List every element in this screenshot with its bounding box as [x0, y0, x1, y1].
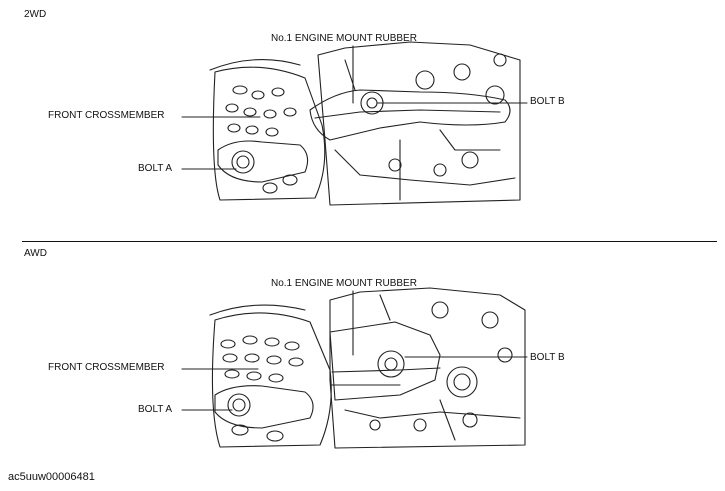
section-tag-awd: AWD: [24, 248, 47, 259]
figure-code: ac5uuw00006481: [8, 471, 95, 483]
label-bolt-a-2wd: BOLT A: [138, 163, 173, 174]
engine-mount-rubber-awd: [329, 321, 441, 401]
engine-mount-rubber-2wd: [309, 89, 511, 141]
bolt-a-bracket-2wd: [217, 140, 309, 183]
bolt-b-head-2wd: [360, 91, 384, 115]
label-front-crossmember-2wd: FRONT CROSSMEMBER: [48, 110, 165, 121]
engine-block-awd: [329, 287, 526, 449]
bolt-b-head-awd: [377, 350, 405, 378]
bolt-a-bracket-awd: [214, 385, 314, 429]
section-divider: [22, 241, 717, 242]
label-bolt-b-awd: BOLT B: [530, 352, 565, 363]
crossmember-body-2wd: [212, 66, 326, 201]
label-front-crossmember-awd: FRONT CROSSMEMBER: [48, 362, 165, 373]
section-tag-2wd: 2WD: [24, 9, 47, 20]
label-bolt-b-2wd: BOLT B: [530, 96, 565, 107]
engine-block-2wd: [317, 41, 521, 206]
label-bolt-a-awd: BOLT A: [138, 404, 173, 415]
label-engine-mount-rubber-awd: No.1 ENGINE MOUNT RUBBER: [271, 278, 417, 289]
label-engine-mount-rubber-2wd: No.1 ENGINE MOUNT RUBBER: [271, 33, 417, 44]
bolt-a-head-2wd: [231, 150, 255, 174]
bolt-a-head-awd: [227, 393, 251, 417]
crossmember-body-awd: [211, 312, 332, 448]
